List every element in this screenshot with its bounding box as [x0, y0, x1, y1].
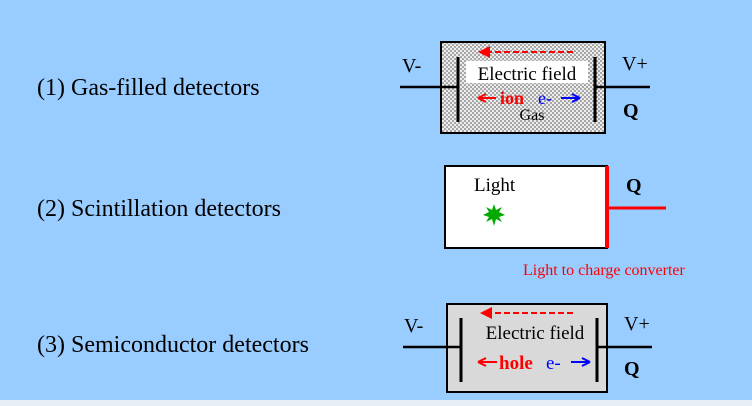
gas-terminal-left: V- [402, 55, 421, 77]
scintillation-detector-diagram: Light Q Light to charge converter [444, 165, 686, 279]
gas-output-label: Q [623, 100, 639, 122]
semi-electron-arrow [571, 357, 591, 367]
gas-medium-label: Gas [520, 107, 545, 124]
gas-field-label: Electric field [478, 64, 577, 85]
semi-terminal-left: V- [404, 315, 423, 337]
semi-field-label: Electric field [486, 323, 585, 344]
semi-hole-label: hole [499, 353, 533, 374]
scintillation-output-label: Q [626, 175, 642, 197]
gas-terminal-right: V+ [622, 53, 648, 75]
semi-field-arrowhead [480, 307, 492, 319]
semi-output-label: Q [624, 358, 640, 380]
scintillation-detector-label: (2) Scintillation detectors [37, 196, 281, 222]
gas-detector-diagram: Electric field ion e- Gas V- V+ Q [400, 41, 650, 134]
scintillation-light-label: Light [474, 175, 516, 196]
gas-detector-label: (1) Gas-filled detectors [37, 75, 260, 101]
gas-electron-arrow [561, 93, 581, 103]
light-flash-icon [483, 204, 505, 226]
semi-electron-label: e- [546, 353, 561, 374]
semiconductor-detector-label: (3) Semiconductor detectors [37, 332, 309, 358]
gas-ion-arrow [477, 93, 496, 103]
converter-label: Light to charge converter [523, 262, 686, 279]
semiconductor-crystal [446, 303, 608, 393]
gas-ion-label: ion [500, 88, 524, 108]
gas-field-arrowhead [478, 46, 490, 58]
scintillator-crystal [444, 165, 608, 249]
bottom-strip [0, 400, 752, 406]
semiconductor-detector-diagram: Electric field hole e- V- V+ Q [403, 303, 652, 393]
semi-terminal-right: V+ [624, 313, 650, 335]
gas-electron-label: e- [538, 88, 552, 108]
semi-hole-arrow [477, 357, 497, 367]
